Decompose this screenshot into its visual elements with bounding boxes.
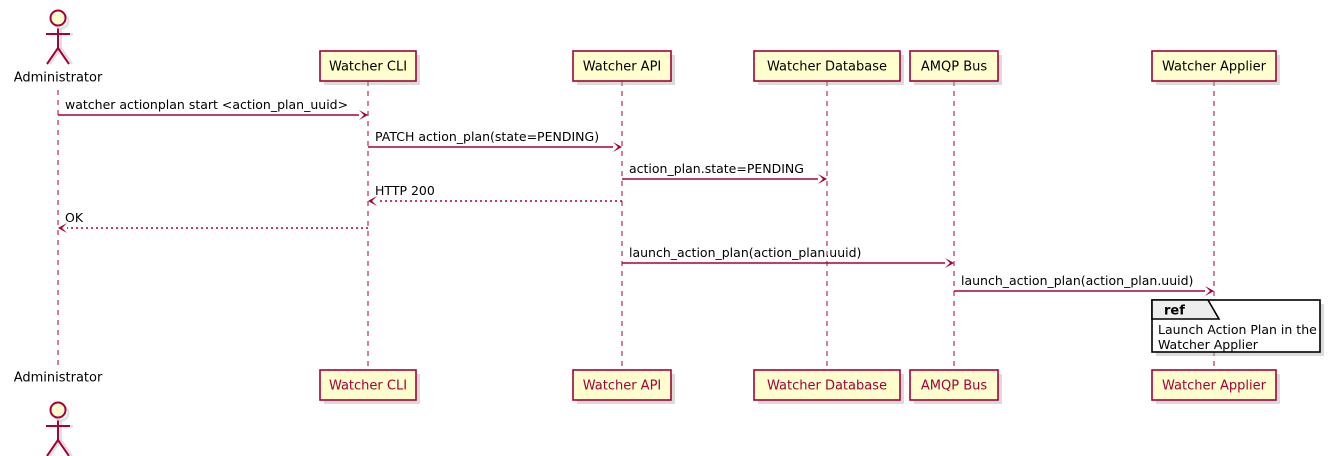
participant-amqp-bus-bottom[interactable]: AMQP Bus	[909, 369, 1002, 404]
message-arrowhead	[359, 110, 368, 120]
participant-watcher-database-top[interactable]: Watcher Database	[753, 50, 904, 85]
lifelines-layer	[57, 81, 1215, 370]
participant-box[interactable]	[1151, 369, 1277, 401]
message-arrowhead	[368, 196, 377, 206]
participant-watcher-applier-top[interactable]: Watcher Applier	[1151, 50, 1280, 85]
participant-label-amqp-bus-top: AMQP Bus	[921, 60, 987, 75]
participant-label-watcher-database-bottom: Watcher Database	[767, 379, 887, 394]
participant-watcher-database-bottom[interactable]: Watcher Database	[753, 369, 904, 404]
participant-box[interactable]	[319, 369, 417, 401]
participant-box[interactable]	[572, 50, 672, 82]
participant-box[interactable]	[319, 50, 417, 82]
message-label: OK	[65, 210, 84, 225]
message-3-watcher-api-to-watcher-database: action_plan.state=PENDING	[622, 161, 827, 184]
message-arrowhead	[613, 142, 622, 152]
message-label: action_plan.state=PENDING	[629, 161, 804, 176]
participant-watcher-api-top[interactable]: Watcher API	[572, 50, 675, 85]
actor-label-administrator-top: Administrator	[14, 71, 103, 86]
messages-layer: watcher actionplan start <action_plan_uu…	[58, 97, 1214, 296]
participant-label-watcher-database-top: Watcher Database	[767, 60, 887, 75]
message-5-watcher-cli-to-administrator: OK	[58, 210, 368, 233]
message-6-watcher-api-to-amqp-bus: launch_action_plan(action_plan.uuid)	[622, 245, 954, 268]
ref-box-tab	[1151, 299, 1221, 320]
actor-administrator-bottom: Administrator	[14, 371, 103, 456]
participant-box[interactable]	[909, 369, 999, 401]
participant-box[interactable]	[753, 369, 901, 401]
message-7-amqp-bus-to-watcher-applier: launch_action_plan(action_plan.uuid)	[954, 273, 1214, 296]
message-arrowhead	[1205, 286, 1214, 296]
message-1-administrator-to-watcher-cli: watcher actionplan start <action_plan_uu…	[58, 97, 368, 120]
participant-label-watcher-applier-top: Watcher Applier	[1162, 60, 1267, 75]
participant-watcher-api-bottom[interactable]: Watcher API	[572, 369, 675, 404]
message-label: watcher actionplan start <action_plan_uu…	[65, 97, 348, 112]
participant-label-watcher-api-bottom: Watcher API	[583, 379, 662, 394]
participant-box[interactable]	[753, 50, 901, 82]
message-arrowhead	[818, 174, 827, 184]
actor-head-icon	[49, 401, 67, 419]
ref-box-text-line-2: Watcher Applier	[1158, 337, 1259, 352]
participant-label-amqp-bus-bottom: AMQP Bus	[921, 379, 987, 394]
participant-label-watcher-api-top: Watcher API	[583, 60, 662, 75]
message-label: HTTP 200	[375, 183, 435, 198]
participant-amqp-bus-top[interactable]: AMQP Bus	[909, 50, 1002, 85]
ref-box-tab-label: ref	[1164, 304, 1185, 319]
message-2-watcher-cli-to-watcher-api: PATCH action_plan(state=PENDING)	[368, 129, 622, 152]
message-label: PATCH action_plan(state=PENDING)	[375, 129, 599, 144]
message-arrowhead	[945, 258, 954, 268]
participant-watcher-applier-bottom[interactable]: Watcher Applier	[1151, 369, 1280, 404]
participant-label-watcher-cli-top: Watcher CLI	[329, 60, 407, 75]
participant-box[interactable]	[909, 50, 999, 82]
participant-watcher-cli-bottom[interactable]: Watcher CLI	[319, 369, 420, 404]
message-arrowhead	[58, 223, 67, 233]
actor-administrator-top: Administrator	[14, 9, 103, 86]
actor-head-icon	[49, 9, 67, 27]
participant-box[interactable]	[572, 369, 672, 401]
message-label: launch_action_plan(action_plan.uuid)	[961, 273, 1193, 288]
message-label: launch_action_plan(action_plan.uuid)	[629, 245, 861, 260]
participant-box[interactable]	[1151, 50, 1277, 82]
participant-label-watcher-cli-bottom: Watcher CLI	[329, 379, 407, 394]
participant-watcher-cli-top[interactable]: Watcher CLI	[319, 50, 420, 85]
participant-label-watcher-applier-bottom: Watcher Applier	[1162, 379, 1267, 394]
actor-label-administrator-bottom: Administrator	[14, 371, 103, 386]
message-4-watcher-api-to-watcher-cli: HTTP 200	[368, 183, 622, 206]
ref-box-text-line-1: Launch Action Plan in the	[1158, 322, 1317, 337]
